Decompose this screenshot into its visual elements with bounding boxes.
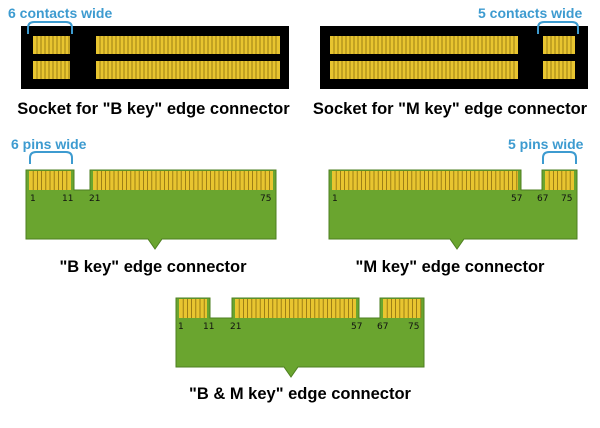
m-key-pin-label: 1 <box>332 194 338 204</box>
socket-b-bracket <box>27 21 73 34</box>
m-key-pin-label: 57 <box>511 194 523 204</box>
bm-key-pin-label: 57 <box>351 322 363 332</box>
b-key-pin-label: 11 <box>62 194 74 204</box>
m-key-pins-label: 5 pins wide <box>508 136 584 152</box>
b-key-pin-block <box>93 171 273 190</box>
b-key-pin-label: 1 <box>30 194 36 204</box>
socket-m-contact-block <box>330 36 518 54</box>
b-key-caption: "B key" edge connector <box>59 258 247 276</box>
m-key-pin-label: 75 <box>561 194 573 204</box>
socket-m-contacts-label: 5 contacts wide <box>478 5 583 21</box>
m-key-bracket <box>542 151 577 164</box>
socket-m-bracket <box>537 21 579 34</box>
m-key-pin-label: 67 <box>537 194 549 204</box>
socket-b-contacts-label: 6 contacts wide <box>8 5 113 21</box>
m-key-caption: "M key" edge connector <box>355 258 545 276</box>
bm-key-pin-label: 21 <box>230 322 242 332</box>
m-key-pin-block <box>545 171 574 190</box>
bm-key-pin-block <box>383 299 421 318</box>
socket-m-caption: Socket for "M key" edge connector <box>312 100 588 118</box>
bm-key-pin-label: 67 <box>377 322 389 332</box>
socket-m-contact-block <box>330 61 518 79</box>
bm-key-caption: "B & M key" edge connector <box>189 385 411 403</box>
b-key-bracket <box>29 151 73 164</box>
b-key-pin-label: 75 <box>260 194 272 204</box>
bm-key-pin-label: 1 <box>178 322 184 332</box>
bm-key-pin-block <box>235 299 356 318</box>
bm-key-pin-label: 75 <box>408 322 420 332</box>
socket-b-caption: Socket for "B key" edge connector <box>17 100 290 118</box>
b-key-pins-label: 6 pins wide <box>11 136 87 152</box>
b-key-pin-label: 21 <box>89 194 101 204</box>
bm-key-pin-label: 11 <box>203 322 215 332</box>
